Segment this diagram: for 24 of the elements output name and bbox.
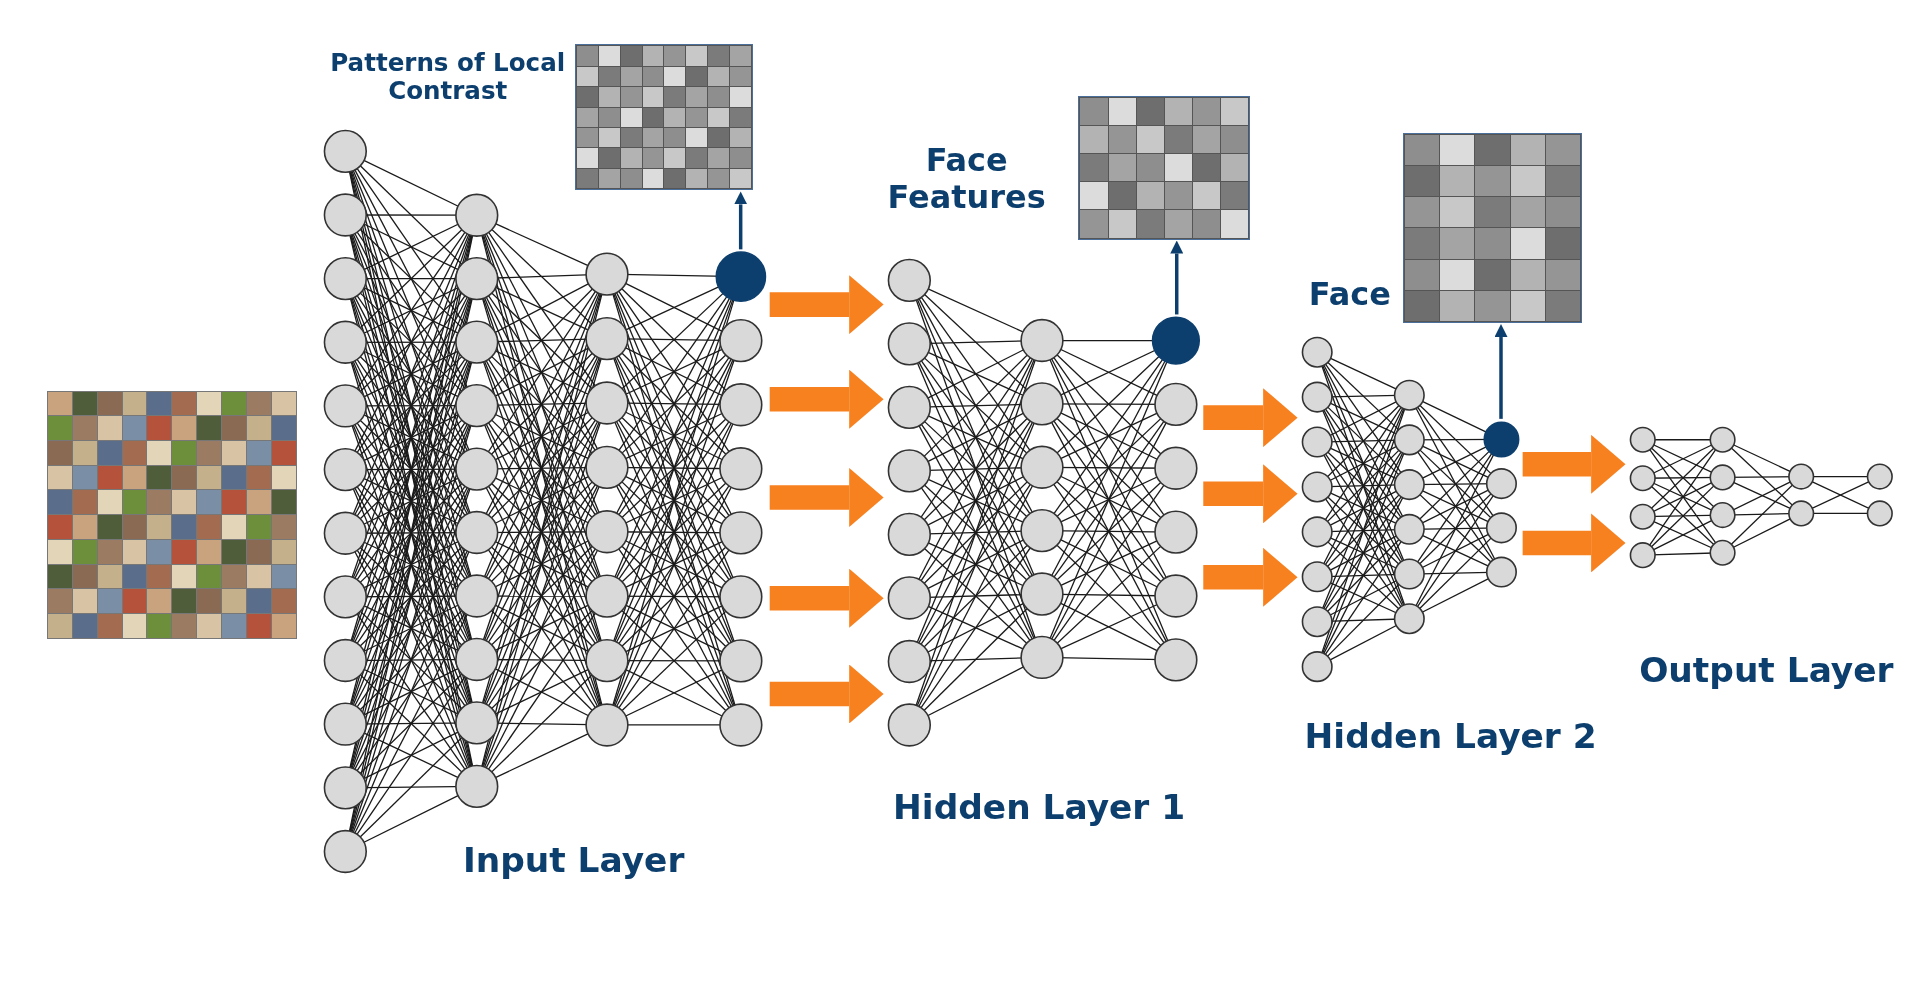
arrow	[1170, 240, 1184, 315]
arrow	[1522, 513, 1626, 573]
arrow	[769, 568, 884, 628]
image-caption: Face Features	[886, 142, 1047, 216]
arrow	[1494, 324, 1508, 419]
arrow	[734, 191, 748, 250]
image-caption: Face	[1307, 276, 1392, 314]
layer-label: Input Layer	[462, 840, 685, 881]
arrow	[769, 664, 884, 724]
neural-network-drawing	[1299, 335, 1521, 685]
neural-network-drawing	[885, 256, 1202, 748]
layer-label: Output Layer	[1639, 649, 1894, 690]
arrow	[1203, 388, 1298, 448]
arrow	[1203, 464, 1298, 524]
arrow	[1522, 434, 1626, 494]
neural-network-drawing	[1627, 425, 1895, 570]
layer-label: Hidden Layer 2	[1304, 716, 1597, 757]
arrow	[769, 275, 884, 335]
layer-label: Hidden Layer 1	[893, 787, 1186, 828]
arrow	[1203, 547, 1298, 607]
arrow	[769, 468, 884, 527]
photo-grid-image	[46, 390, 298, 639]
image-caption: Patterns of Local Contrast	[329, 49, 567, 106]
arrow	[769, 369, 884, 429]
